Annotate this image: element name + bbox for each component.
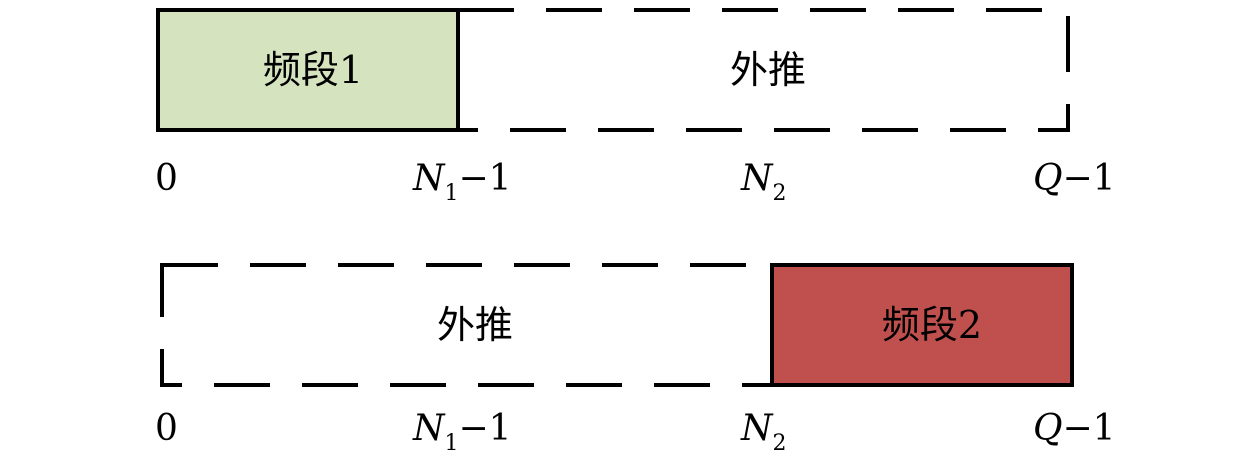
top-tick-n1-tail: −1: [459, 158, 512, 199]
bottom-axis-labels: 0 N1−1 N2 Q−1: [155, 408, 1116, 456]
top-tick-n2-var: N: [740, 158, 774, 199]
top-tick-n2-sub: 2: [773, 181, 787, 206]
top-tick-n2: N2: [740, 158, 787, 206]
bottom-row: 外推 频段2: [160, 263, 1074, 387]
bottom-tick-n1: N1−1: [412, 408, 512, 456]
bottom-tick-n2: N2: [740, 408, 787, 456]
top-tick-n1: N1−1: [412, 158, 512, 206]
top-row: 频段1 外推: [156, 8, 1070, 132]
band1-box: [156, 8, 460, 132]
bottom-tick-n2-sub: 2: [773, 431, 787, 456]
bottom-extrapolation-label: 外推: [437, 303, 513, 347]
bottom-tick-n1-tail: −1: [459, 408, 512, 449]
bottom-tick-q: Q−1: [1033, 408, 1116, 449]
top-tick-zero: 0: [155, 158, 178, 199]
bottom-tick-n1-var: N: [412, 408, 446, 449]
band2-box: [770, 263, 1074, 387]
top-tick-n1-var: N: [412, 158, 446, 199]
bottom-tick-q-var: Q: [1033, 408, 1063, 449]
top-tick-q-tail: −1: [1063, 158, 1116, 199]
top-axis-labels: 0 N1−1 N2 Q−1: [155, 158, 1116, 206]
bottom-tick-zero: 0: [155, 408, 178, 449]
top-tick-n1-sub: 1: [445, 181, 459, 206]
top-extrapolation-label: 外推: [730, 48, 806, 92]
band2-label: 频段2: [882, 303, 982, 347]
bottom-tick-q-tail: −1: [1063, 408, 1116, 449]
bottom-tick-n2-var: N: [740, 408, 774, 449]
top-tick-q: Q−1: [1033, 158, 1116, 199]
band1-label: 频段1: [263, 48, 363, 92]
bottom-tick-n1-sub: 1: [445, 431, 459, 456]
top-extrapolation-box: [456, 8, 1070, 132]
top-tick-q-var: Q: [1033, 158, 1063, 199]
